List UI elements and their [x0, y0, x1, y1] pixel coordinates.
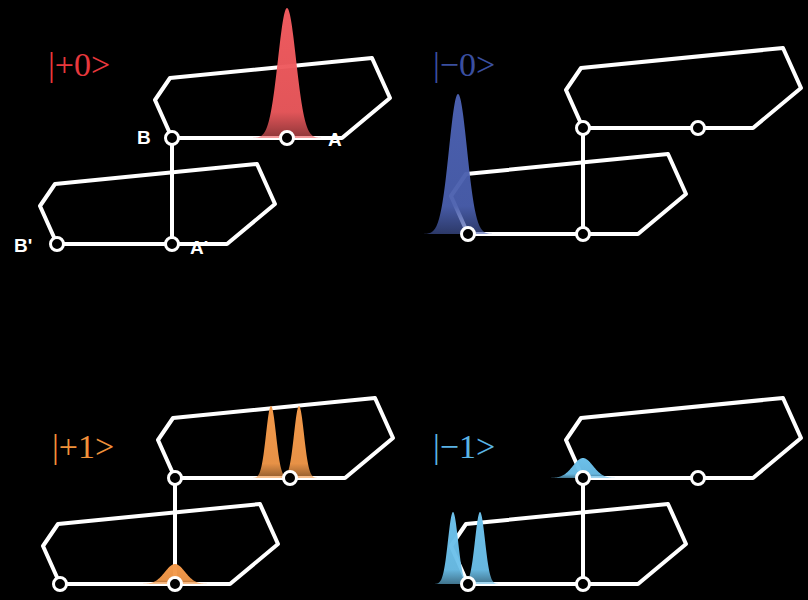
atom-site	[462, 578, 475, 591]
lattice-panel	[433, 398, 801, 591]
wavefunction-peak	[279, 406, 319, 478]
atom-site	[577, 578, 590, 591]
state-label: |−0>	[433, 48, 495, 82]
atom-site	[166, 132, 179, 145]
atom-site	[577, 228, 590, 241]
atom-site	[54, 578, 67, 591]
lattice-panel	[40, 8, 390, 251]
state-label: |−1>	[433, 430, 495, 464]
atom-site	[692, 122, 705, 135]
atom-site	[51, 238, 64, 251]
wavefunction-peak	[433, 512, 473, 584]
interlayer-bond	[170, 138, 174, 244]
lattice-outline	[451, 504, 686, 584]
atom-site	[692, 472, 705, 485]
lattice-outline	[566, 398, 801, 478]
lattice-outline	[566, 48, 801, 128]
interlayer-bond	[581, 128, 585, 234]
atom-site	[577, 472, 590, 485]
state-label: |+1>	[52, 430, 114, 464]
lattice-panel	[422, 48, 801, 241]
lattice-outline	[158, 398, 393, 478]
wavefunction-peak	[251, 8, 323, 138]
atom-site	[462, 228, 475, 241]
lattice-outline	[451, 154, 686, 234]
wavefunction-peak	[460, 512, 500, 584]
atom-site	[284, 472, 297, 485]
lattice-outline	[40, 164, 275, 244]
interlayer-bond	[581, 478, 585, 584]
wavefunction-peak	[422, 94, 494, 234]
lattice-outline	[43, 504, 278, 584]
site-label: B'	[14, 236, 32, 255]
atom-site	[577, 122, 590, 135]
site-label: A'	[190, 238, 208, 257]
site-label: B	[137, 128, 151, 147]
state-label: |+0>	[48, 48, 110, 82]
wavefunction-peak	[251, 406, 291, 478]
lattice-panel	[43, 398, 393, 591]
atom-site	[169, 578, 182, 591]
atom-site	[166, 238, 179, 251]
atom-site	[281, 132, 294, 145]
atom-site	[169, 472, 182, 485]
site-label: A	[328, 130, 342, 149]
